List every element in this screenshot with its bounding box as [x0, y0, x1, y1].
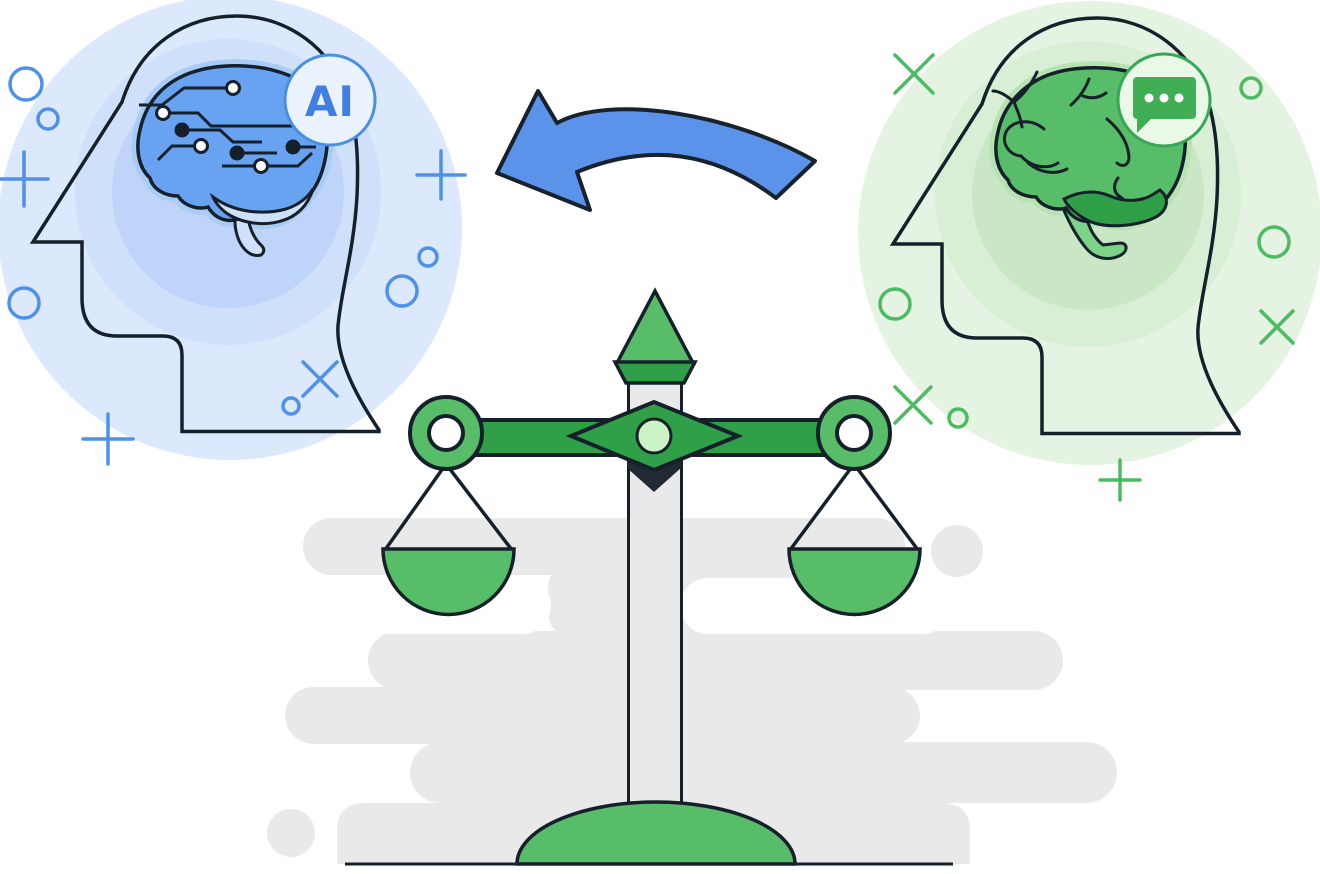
ai-brain-stem [233, 211, 266, 257]
decor-plus [81, 412, 135, 466]
human-head-outline [889, 16, 1241, 436]
speech-bubble-icon [1133, 77, 1196, 133]
scale-ring-right-hole [835, 414, 873, 452]
decor-circle [417, 246, 439, 268]
decor-plus [0, 150, 50, 208]
sulcus-line [1012, 100, 1024, 129]
scale-hanger-line [444, 462, 514, 552]
circuit-node-open [193, 138, 209, 154]
circuit-line [139, 86, 226, 107]
decor-x [301, 360, 339, 398]
decor-circle [1239, 76, 1263, 100]
speech-bubble-dot [1159, 93, 1169, 103]
sulcus-line [1069, 77, 1091, 107]
scale-finial-triangle [614, 287, 696, 365]
scale-hanger-line [852, 462, 920, 552]
circuit-line [268, 151, 314, 168]
speech-bubble-dot [1144, 93, 1154, 103]
scale-pivot-circle [635, 417, 673, 455]
ai-badge-circle [283, 53, 377, 147]
decor-circle [385, 274, 419, 308]
circuit-node-solid [229, 145, 245, 161]
decor-x [1259, 309, 1295, 345]
sulcus-line [1019, 154, 1060, 169]
circuit-node-solid [174, 122, 190, 138]
scale-pan-right [787, 547, 922, 617]
sulcus-line [1012, 70, 1039, 104]
ai-head-outline [29, 14, 381, 434]
sulcus-line [991, 89, 1016, 104]
scale-hanger-line [383, 462, 448, 552]
circuit-node-solid [285, 139, 301, 155]
decor-green [878, 53, 1295, 502]
decor-circle [8, 66, 44, 102]
cloud-dot [931, 525, 983, 577]
speech-badge [1116, 52, 1212, 148]
ai-head [29, 14, 381, 434]
decor-plus [415, 149, 467, 201]
decor-circle [7, 286, 41, 320]
circuit-line [189, 128, 262, 144]
curved-arrow-icon [495, 89, 817, 212]
circuit-line [156, 144, 194, 162]
circuit-node-open [253, 158, 269, 174]
human-brain-lobe-dark [1061, 188, 1168, 228]
circuit-node-open [225, 80, 241, 96]
sulcus-line [1003, 120, 1046, 158]
ai-brain-cerebellum [209, 188, 315, 226]
speech-bubble-tail [1137, 117, 1153, 133]
decor-circle [281, 396, 301, 416]
brain-sulci [991, 70, 1131, 200]
cloud-pill [285, 687, 920, 744]
cloud-pill [410, 742, 1117, 803]
cloud-pill [368, 631, 1063, 690]
decor-circle [947, 407, 969, 429]
decor-circle [36, 107, 60, 131]
scale-ring-left-hole [427, 414, 465, 452]
sulcus-line [1105, 117, 1131, 167]
speech-bubble-dot [1174, 93, 1184, 103]
sulcus-line [1081, 91, 1108, 100]
scale-pan-left [381, 547, 516, 617]
ai-badge: AI [283, 53, 377, 147]
decor-x [893, 53, 935, 95]
ai-badge-label: AI [305, 77, 355, 126]
sulcus-line [1026, 161, 1069, 174]
decor-plus [1098, 458, 1142, 502]
decor-blue [0, 66, 467, 466]
decor-circle [1257, 225, 1291, 259]
circuit-node-open [155, 105, 171, 121]
decor-x [893, 385, 933, 425]
sulcus-line [1113, 176, 1124, 200]
scale-hanger-line [788, 462, 856, 552]
balance-scale [345, 287, 953, 866]
scale-finial-cap [612, 360, 698, 385]
scale-base-dome [515, 800, 797, 866]
ai-brain-icon [136, 63, 330, 225]
cloud-dot [267, 809, 315, 857]
decor-circle [878, 287, 912, 321]
